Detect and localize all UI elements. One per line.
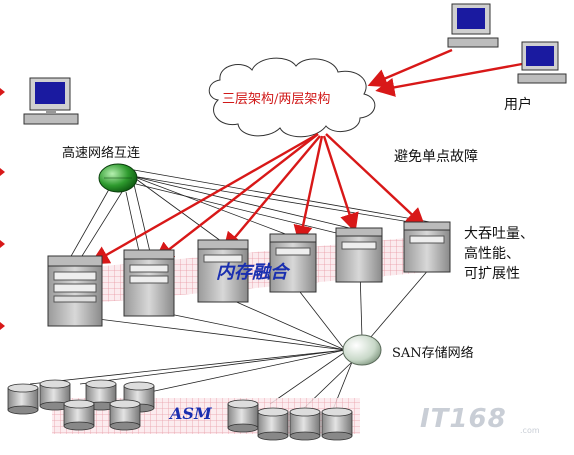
- server-icon: [197, 239, 249, 303]
- workstation-icon: [447, 3, 499, 48]
- asm-label: ASM: [170, 404, 212, 423]
- network-switch-icon: [98, 163, 138, 193]
- red-bullet-icon: [0, 88, 5, 330]
- benefits-list: 大吞吐量、 高性能、 可扩展性: [464, 224, 534, 284]
- red-arrows: [89, 48, 523, 265]
- san-lines: [29, 267, 431, 413]
- workstation-icon: [517, 41, 567, 84]
- watermark-domain: .com: [520, 426, 540, 435]
- server-icon: [269, 233, 317, 293]
- benefit-item: 可扩展性: [464, 266, 520, 282]
- disk-icon: [7, 379, 353, 441]
- cloud-icon: [208, 57, 376, 138]
- watermark-logo: IT168: [420, 404, 507, 434]
- server-icon: [335, 227, 383, 283]
- architecture-label: 三层架构/两层架构: [222, 92, 331, 107]
- server-icon: [47, 255, 103, 327]
- interconnect-lines: [69, 169, 431, 259]
- benefit-item: 高性能、: [464, 246, 520, 262]
- server-icon: [123, 249, 175, 317]
- workstation-icon: [23, 77, 79, 125]
- user-label: 用户: [504, 97, 532, 113]
- san-switch-icon: [342, 334, 382, 366]
- san-label: SAN存储网络: [392, 346, 474, 361]
- server-icon: [403, 221, 451, 273]
- memory-fusion-label: 内存融合: [216, 262, 288, 283]
- high-speed-network-label: 高速网络互连: [62, 146, 141, 161]
- avoid-single-point-label: 避免单点故障: [394, 149, 478, 165]
- benefit-item: 大吞吐量、: [464, 226, 534, 242]
